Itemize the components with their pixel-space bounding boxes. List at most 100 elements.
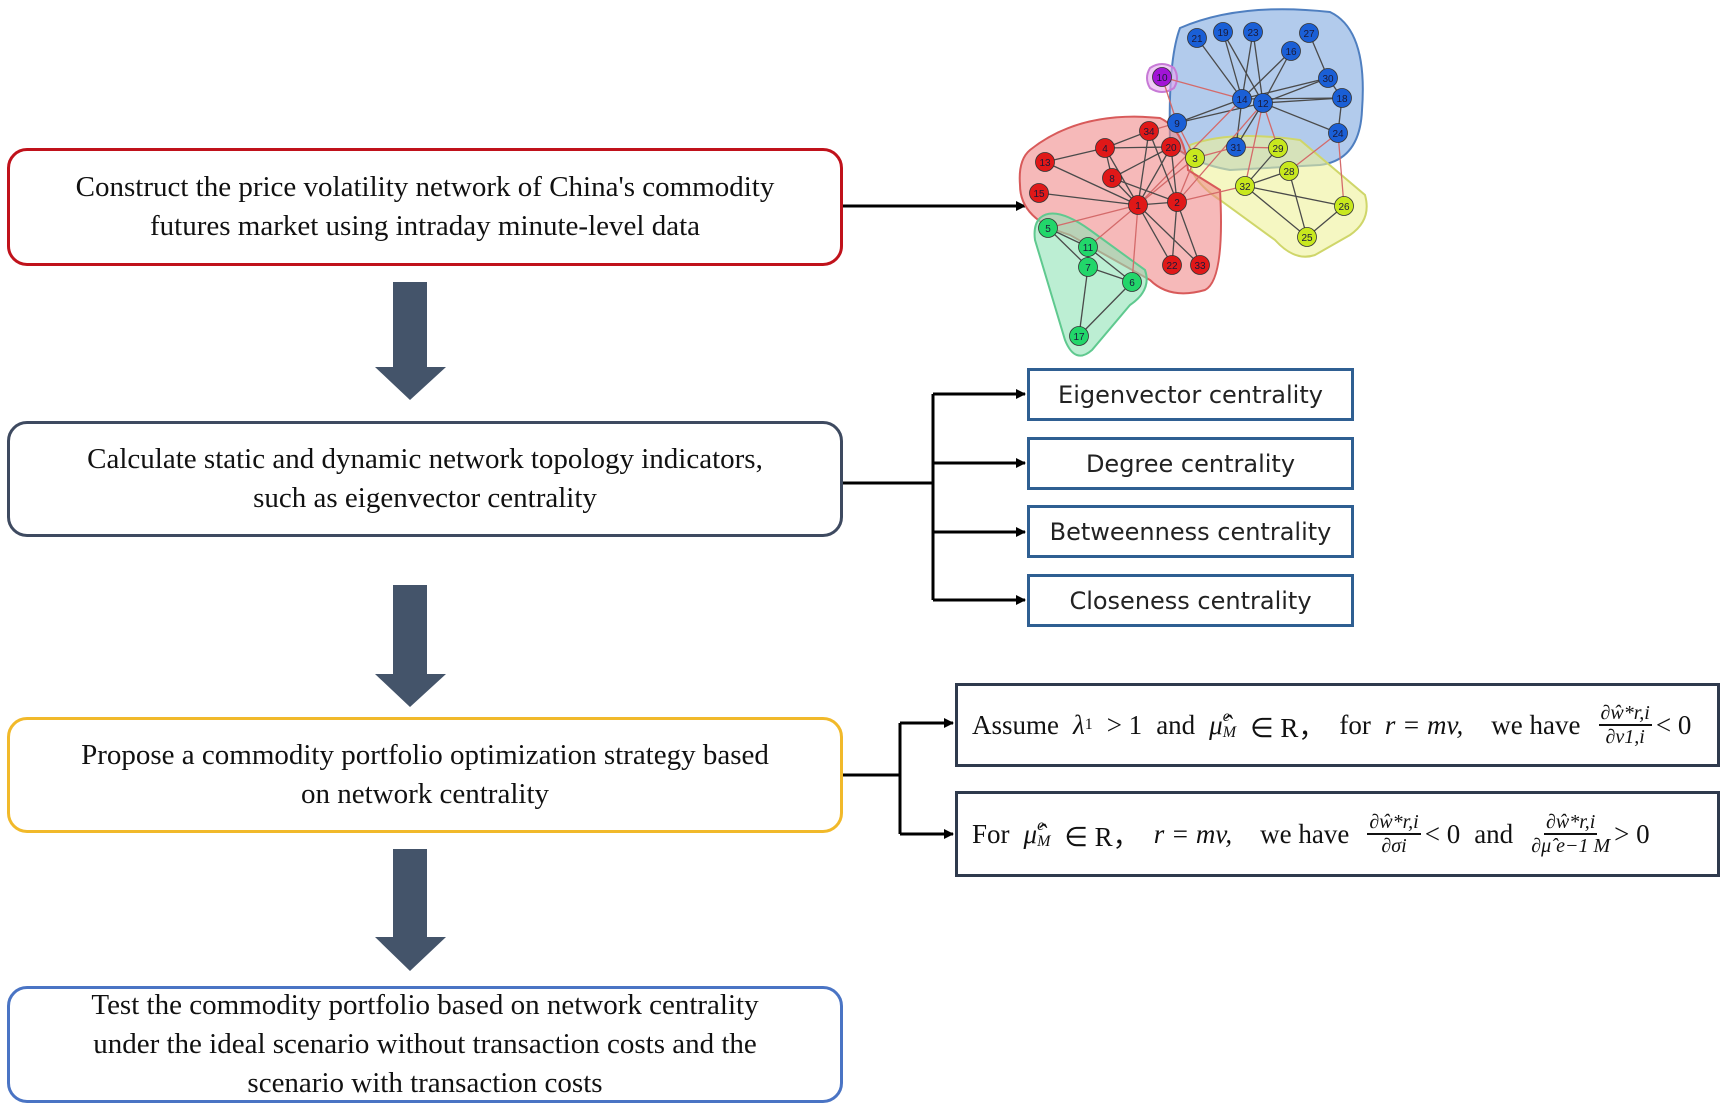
network-edge bbox=[1337, 132, 1345, 207]
prop-subscript: M bbox=[1037, 833, 1051, 850]
node-circle bbox=[1139, 121, 1159, 141]
network-node: 11 bbox=[1078, 237, 1098, 257]
fraction: ∂ŵ*r,i∂μ̂ e−1 M bbox=[1531, 811, 1610, 857]
network-edge bbox=[1196, 37, 1243, 100]
prop-superscript: e bbox=[1222, 708, 1230, 725]
node-circle bbox=[1102, 168, 1122, 188]
network-node: 27 bbox=[1299, 23, 1319, 43]
node-label: 14 bbox=[1236, 95, 1248, 106]
network-edge bbox=[1176, 185, 1246, 203]
network-node: 7 bbox=[1078, 257, 1098, 277]
network-node: 32 bbox=[1235, 176, 1255, 196]
prop-superscript: e bbox=[1037, 817, 1045, 834]
prop-text: Assume bbox=[972, 709, 1059, 740]
fraction-numerator: ∂ŵ*r,i bbox=[1543, 811, 1598, 835]
node-label: 15 bbox=[1033, 189, 1045, 200]
prop-text: > 1 bbox=[1106, 709, 1143, 740]
node-circle bbox=[1318, 68, 1338, 88]
node-label: 11 bbox=[1083, 243, 1094, 254]
network-node: 31 bbox=[1226, 137, 1246, 157]
network-node: 26 bbox=[1334, 196, 1354, 216]
step-text-line: under the ideal scenario without transac… bbox=[93, 1028, 757, 1060]
node-circle bbox=[1328, 123, 1348, 143]
prop-text: for bbox=[1339, 709, 1371, 740]
node-label: 4 bbox=[1102, 144, 1108, 155]
prop-text: we have bbox=[1491, 709, 1581, 740]
network-edge bbox=[1262, 97, 1343, 104]
node-circle bbox=[1095, 138, 1115, 158]
node-label: 16 bbox=[1285, 47, 1297, 58]
prop-text: < 0 bbox=[1655, 709, 1692, 740]
prop-text: we have bbox=[1260, 818, 1350, 849]
fraction: ∂ŵ*r,i∂σi bbox=[1367, 811, 1421, 857]
node-circle bbox=[1299, 23, 1319, 43]
step-construct-network: Construct the price volatility network o… bbox=[7, 148, 843, 266]
network-edge bbox=[1244, 102, 1264, 187]
prop-symbol: μ̂ bbox=[1209, 709, 1223, 740]
network-node: 12 bbox=[1253, 93, 1273, 113]
network-edge bbox=[1137, 204, 1173, 266]
step-text-line: scenario with transaction costs bbox=[247, 1067, 603, 1099]
node-label: 9 bbox=[1174, 119, 1180, 130]
network-edge bbox=[1222, 31, 1243, 100]
network-edge bbox=[1288, 170, 1308, 238]
network-edge bbox=[1244, 185, 1308, 238]
step-test-portfolio: Test the commodity portfolio based on ne… bbox=[7, 986, 843, 1103]
node-circle bbox=[1162, 255, 1182, 275]
node-circle bbox=[1167, 113, 1187, 133]
node-label: 22 bbox=[1166, 261, 1178, 272]
prop-text: > 0 bbox=[1614, 818, 1650, 849]
network-edge bbox=[1137, 146, 1172, 206]
network-edge bbox=[1148, 130, 1178, 203]
connector-propositions bbox=[843, 718, 954, 839]
network-node: 33 bbox=[1190, 255, 1210, 275]
network-edge bbox=[1176, 98, 1243, 124]
network-edge bbox=[1078, 281, 1133, 337]
node-circle bbox=[1167, 192, 1187, 212]
node-label: 19 bbox=[1217, 28, 1229, 39]
network-node: 16 bbox=[1281, 41, 1301, 61]
prop-symbol: r = mv, bbox=[1384, 709, 1464, 740]
node-label: 10 bbox=[1156, 73, 1168, 84]
node-label: 23 bbox=[1247, 28, 1259, 39]
prop-text: ∈ R， bbox=[1250, 712, 1326, 743]
node-label: 25 bbox=[1301, 233, 1313, 244]
step-text-line: on network centrality bbox=[300, 778, 549, 810]
node-label: 33 bbox=[1194, 261, 1206, 272]
network-edge bbox=[1176, 201, 1201, 266]
network-node: 6 bbox=[1122, 272, 1142, 292]
step-propose-strategy: Propose a commodity portfolio optimizati… bbox=[7, 717, 843, 833]
network-node: 29 bbox=[1268, 138, 1288, 158]
prop-text: < 0 bbox=[1424, 818, 1461, 849]
node-circle bbox=[1279, 161, 1299, 181]
node-circle bbox=[1190, 255, 1210, 275]
node-label: 34 bbox=[1143, 127, 1155, 138]
node-circle bbox=[1185, 148, 1205, 168]
step-text-line: Construct the price volatility network o… bbox=[75, 171, 775, 203]
network-node: 1 bbox=[1128, 195, 1148, 215]
node-circle bbox=[1187, 28, 1207, 48]
node-label: 2 bbox=[1174, 198, 1180, 209]
fraction-denominator: ∂v1,i bbox=[1605, 726, 1645, 748]
node-label: 6 bbox=[1129, 278, 1135, 289]
fraction-numerator: ∂ŵ*r,i bbox=[1367, 811, 1421, 835]
network-edge bbox=[1222, 31, 1264, 104]
network-node: 22 bbox=[1162, 255, 1182, 275]
step-text-line: Test the commodity portfolio based on ne… bbox=[91, 989, 759, 1021]
node-circle bbox=[1332, 88, 1352, 108]
node-circle bbox=[1297, 227, 1317, 247]
network-node: 13 bbox=[1035, 152, 1055, 172]
network-node: 5 bbox=[1038, 218, 1058, 238]
node-circle bbox=[1268, 138, 1288, 158]
network-edge bbox=[1104, 146, 1172, 149]
prop-text: ∈ R， bbox=[1064, 821, 1140, 852]
node-label: 24 bbox=[1332, 129, 1344, 140]
node-label: 29 bbox=[1272, 144, 1284, 155]
node-label: 32 bbox=[1239, 182, 1251, 193]
fraction: ∂ŵ*r,i∂v1,i bbox=[1598, 702, 1652, 748]
network-edge bbox=[1044, 147, 1106, 163]
node-circle bbox=[1152, 67, 1172, 87]
